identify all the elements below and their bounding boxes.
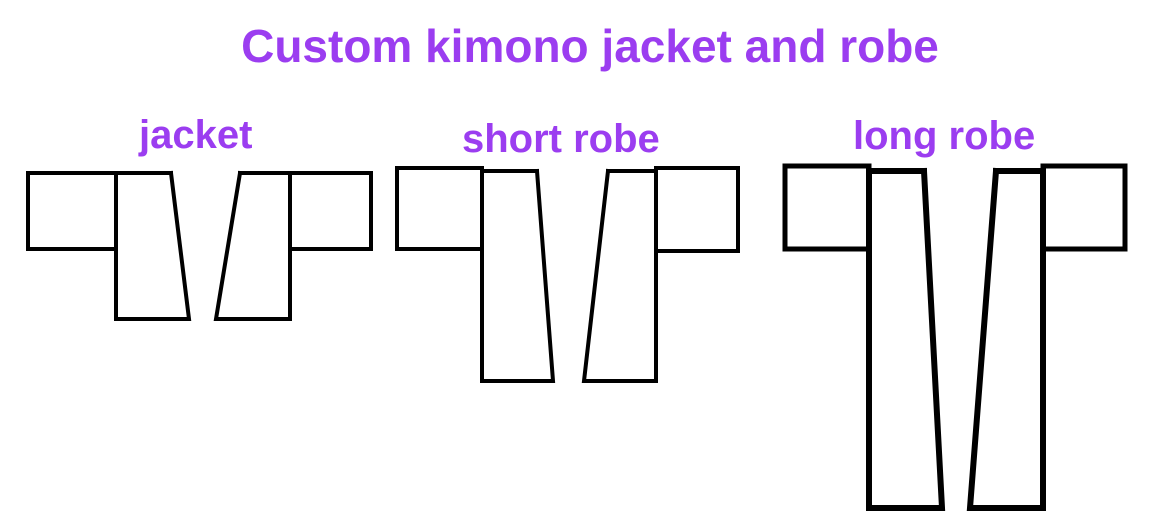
short-robe-label: short robe [462,117,660,161]
short-robe-sleeves [395,166,740,253]
diagram-title: Custom kimono jacket and robe [241,20,939,72]
jacket-right-panel [213,170,292,321]
jacket-diagram [26,170,373,321]
jacket-label: jacket [139,113,253,157]
jacket-sleeves [26,171,373,251]
long-robe-left-panel [866,167,946,511]
long-robe-right-panel [966,167,1046,511]
long-robe-sleeves [782,163,1128,252]
short-robe-right-panel [581,168,658,383]
short-robe-left-panel [480,168,556,383]
long-robe-label: long robe [853,114,1036,158]
long-robe-diagram [782,163,1128,511]
jacket-left-panel [114,170,192,321]
short-robe-diagram [395,166,740,383]
